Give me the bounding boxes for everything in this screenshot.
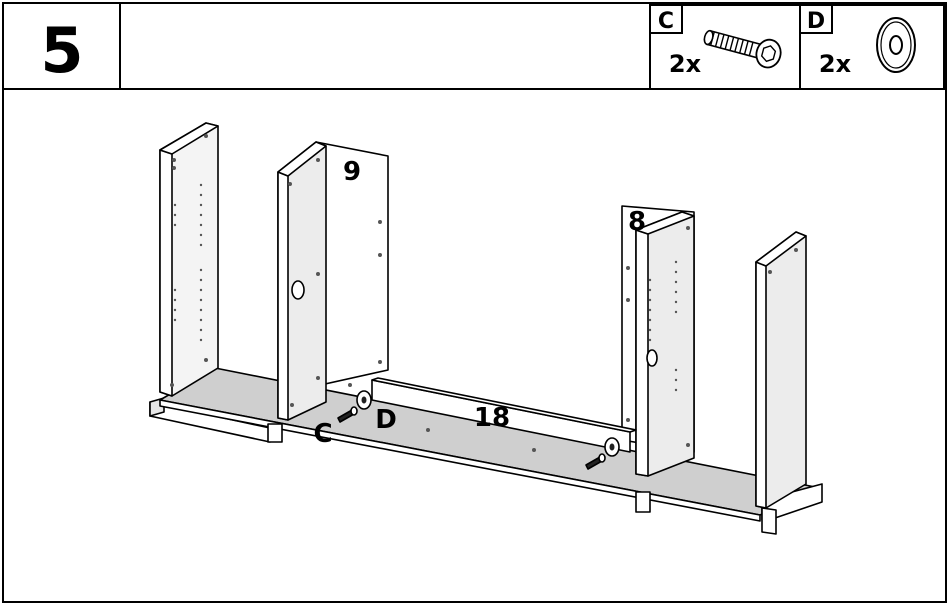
part-letter-box <box>649 4 683 34</box>
foot-middle <box>635 491 651 513</box>
part-quantity: 2x <box>669 50 702 78</box>
washer-icon <box>876 17 916 73</box>
step-number-box <box>2 2 121 90</box>
screw-c-left <box>337 406 358 423</box>
screw-icon <box>703 29 782 69</box>
back-rail-18 <box>371 377 637 453</box>
panel-holes <box>170 134 798 452</box>
part-letter: C <box>658 9 674 34</box>
callout-c: C <box>313 419 332 449</box>
panel-label-9: 9 <box>343 157 361 187</box>
part-letter-box <box>799 4 833 34</box>
foot-left <box>267 423 283 443</box>
washer-d-left <box>356 390 372 410</box>
washer-d-right <box>604 437 620 457</box>
part-box-d: D 2x <box>799 4 945 90</box>
panel-label-18: 18 <box>474 403 510 433</box>
right-side-panel <box>755 231 807 509</box>
furniture-assembly <box>149 122 823 535</box>
divider-panel-9 <box>277 141 389 421</box>
left-side-panel <box>159 122 219 397</box>
divider-panel-8 <box>621 205 695 477</box>
part-box-c: C 2x <box>649 4 801 90</box>
cable-hole <box>646 349 658 367</box>
screw-c-right <box>585 453 606 470</box>
panel-label-8: 8 <box>628 207 646 237</box>
cable-hole <box>291 280 305 300</box>
callout-d: D <box>375 405 397 435</box>
step-number: 5 <box>40 14 83 87</box>
part-quantity: 2x <box>819 50 852 78</box>
part-letter: D <box>807 9 825 34</box>
